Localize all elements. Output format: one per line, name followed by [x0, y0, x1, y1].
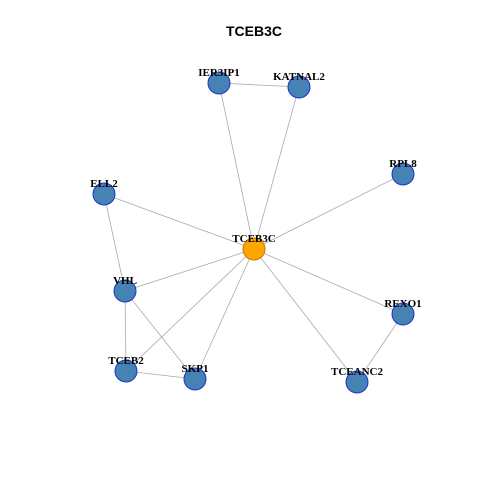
- node-rpl8[interactable]: [391, 162, 415, 186]
- node-vhl[interactable]: [113, 279, 137, 303]
- node-label-tceanc2: TCEANC2: [331, 366, 383, 378]
- node-label-rpl8: RPL8: [389, 158, 417, 170]
- node-label-tceb2: TCEB2: [108, 355, 144, 367]
- node-label-katnal2: KATNAL2: [273, 71, 325, 83]
- node-label-vhl: VHL: [113, 275, 137, 287]
- edge-vhl-skp1: [124, 290, 196, 380]
- node-label-ier3ip1: IER3IP1: [198, 67, 240, 79]
- diagram-title: TCEB3C: [226, 23, 282, 39]
- node-ier3ip1[interactable]: [207, 71, 231, 95]
- node-label-tceb3c: TCEB3C: [232, 233, 275, 245]
- edge-ell2-vhl: [103, 193, 126, 292]
- node-tceb3c[interactable]: [242, 237, 266, 261]
- node-katnal2[interactable]: [287, 75, 311, 99]
- edge-rpl8-tceb3c: [253, 173, 404, 250]
- node-label-rexo1: REXO1: [384, 298, 421, 310]
- node-skp1[interactable]: [183, 367, 207, 391]
- edge-tceb2-tceb3c: [125, 248, 255, 372]
- edge-ell2-tceb3c: [103, 193, 255, 250]
- edge-ier3ip1-tceb3c: [218, 82, 255, 250]
- edge-rexo1-tceb3c: [253, 248, 404, 315]
- edge-tceb2-skp1: [125, 370, 196, 380]
- node-rexo1[interactable]: [391, 302, 415, 326]
- edge-rexo1-tceanc2: [356, 313, 404, 383]
- node-label-ell2: ELL2: [90, 178, 118, 190]
- node-tceanc2[interactable]: [345, 370, 369, 394]
- edge-tceanc2-tceb3c: [253, 248, 358, 383]
- edge-katnal2-tceb3c: [253, 86, 300, 250]
- edge-vhl-tceb3c: [124, 248, 255, 292]
- edge-skp1-tceb3c: [194, 248, 255, 380]
- edges-layer: [103, 82, 404, 383]
- nodes-layer: [92, 71, 415, 394]
- node-label-skp1: SKP1: [182, 363, 209, 375]
- node-tceb2[interactable]: [114, 359, 138, 383]
- edge-ier3ip1-katnal2: [218, 82, 300, 88]
- node-ell2[interactable]: [92, 182, 116, 206]
- edge-vhl-tceb2: [124, 290, 127, 372]
